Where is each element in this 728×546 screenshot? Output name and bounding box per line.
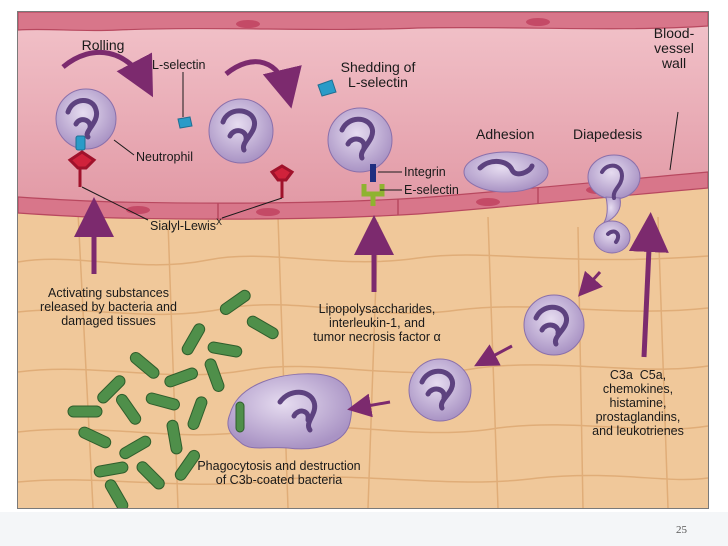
- l-selectin-marker: [177, 116, 193, 129]
- label-blood-vessel-wall: Blood- vessel wall: [653, 25, 695, 71]
- label-l-selectin: L-selectin: [152, 58, 206, 72]
- neutrophil-migrating-2: [408, 358, 472, 422]
- page-number: 25: [676, 524, 687, 536]
- label-sialyl-lewis-text: Sialyl-Lewis: [150, 219, 216, 234]
- sialyl-lewis-receptor-1: [67, 150, 97, 187]
- neutrophil-migrating-1: [523, 294, 585, 356]
- label-adhesion: Adhesion: [476, 126, 535, 142]
- bacteria-cluster: [67, 289, 279, 508]
- chemo-arrow: [628, 212, 669, 358]
- sialyl-lewis-receptor-2: [269, 164, 295, 198]
- e-selectin-marker: [361, 184, 385, 206]
- migration-arrow-1: [578, 270, 603, 297]
- neutrophil-shedding: [327, 107, 393, 173]
- label-sialyl-lewis-sup: X: [216, 217, 223, 227]
- inflammation-diagram: [18, 12, 708, 508]
- label-sialyl-lewis: Sialyl-LewisX: [150, 215, 222, 233]
- label-neutrophil: Neutrophil: [136, 150, 193, 164]
- neutrophil-diapedesis: [587, 154, 641, 254]
- label-diapedesis: Diapedesis: [573, 126, 643, 142]
- label-shedding: Shedding of L-selectin: [340, 59, 416, 90]
- migration-arrow-3: [347, 393, 391, 418]
- label-phagocytosis: Phagocytosis and destruction of C3b-coat…: [197, 459, 361, 487]
- label-activating-substances: Activating substances released by bacter…: [40, 286, 177, 328]
- vessel-wall-callout: [669, 111, 679, 171]
- migration-arrow-2: [474, 344, 513, 367]
- label-chemokines: C3a C5a, chemokines, histamine, prostagl…: [592, 368, 684, 438]
- shed-l-selectin: [317, 79, 337, 97]
- label-integrin: Integrin: [404, 165, 446, 179]
- endothelial-junctions: [217, 188, 539, 219]
- neutrophil-cell: [55, 88, 117, 150]
- label-lipopolysaccharides: Lipopolysaccharides, interleukin-1, and …: [313, 302, 441, 344]
- blood-vessel-wall-top: [18, 12, 708, 32]
- neutrophil-selectin: [75, 135, 86, 151]
- neutrophil-rolling: [208, 98, 274, 164]
- neutrophil-callout: [113, 139, 135, 156]
- blood-vessel-lumen: [18, 12, 708, 204]
- rolling-arrow-1: [61, 49, 154, 98]
- integrin-marker: [370, 164, 376, 182]
- phagocyte: [227, 373, 353, 450]
- blood-vessel-wall-outer: [18, 171, 708, 220]
- sialyl-callout-right: [221, 197, 283, 219]
- label-e-selectin: E-selectin: [404, 183, 459, 197]
- label-rolling: Rolling: [81, 37, 125, 53]
- neutrophil-adhesion: [463, 151, 549, 193]
- slide-footer: [0, 512, 728, 546]
- rolling-arrow-2: [224, 59, 302, 109]
- sialyl-callout-left: [81, 186, 149, 221]
- diagram-frame: Rolling L-selectin Shedding of L-selecti…: [17, 11, 709, 509]
